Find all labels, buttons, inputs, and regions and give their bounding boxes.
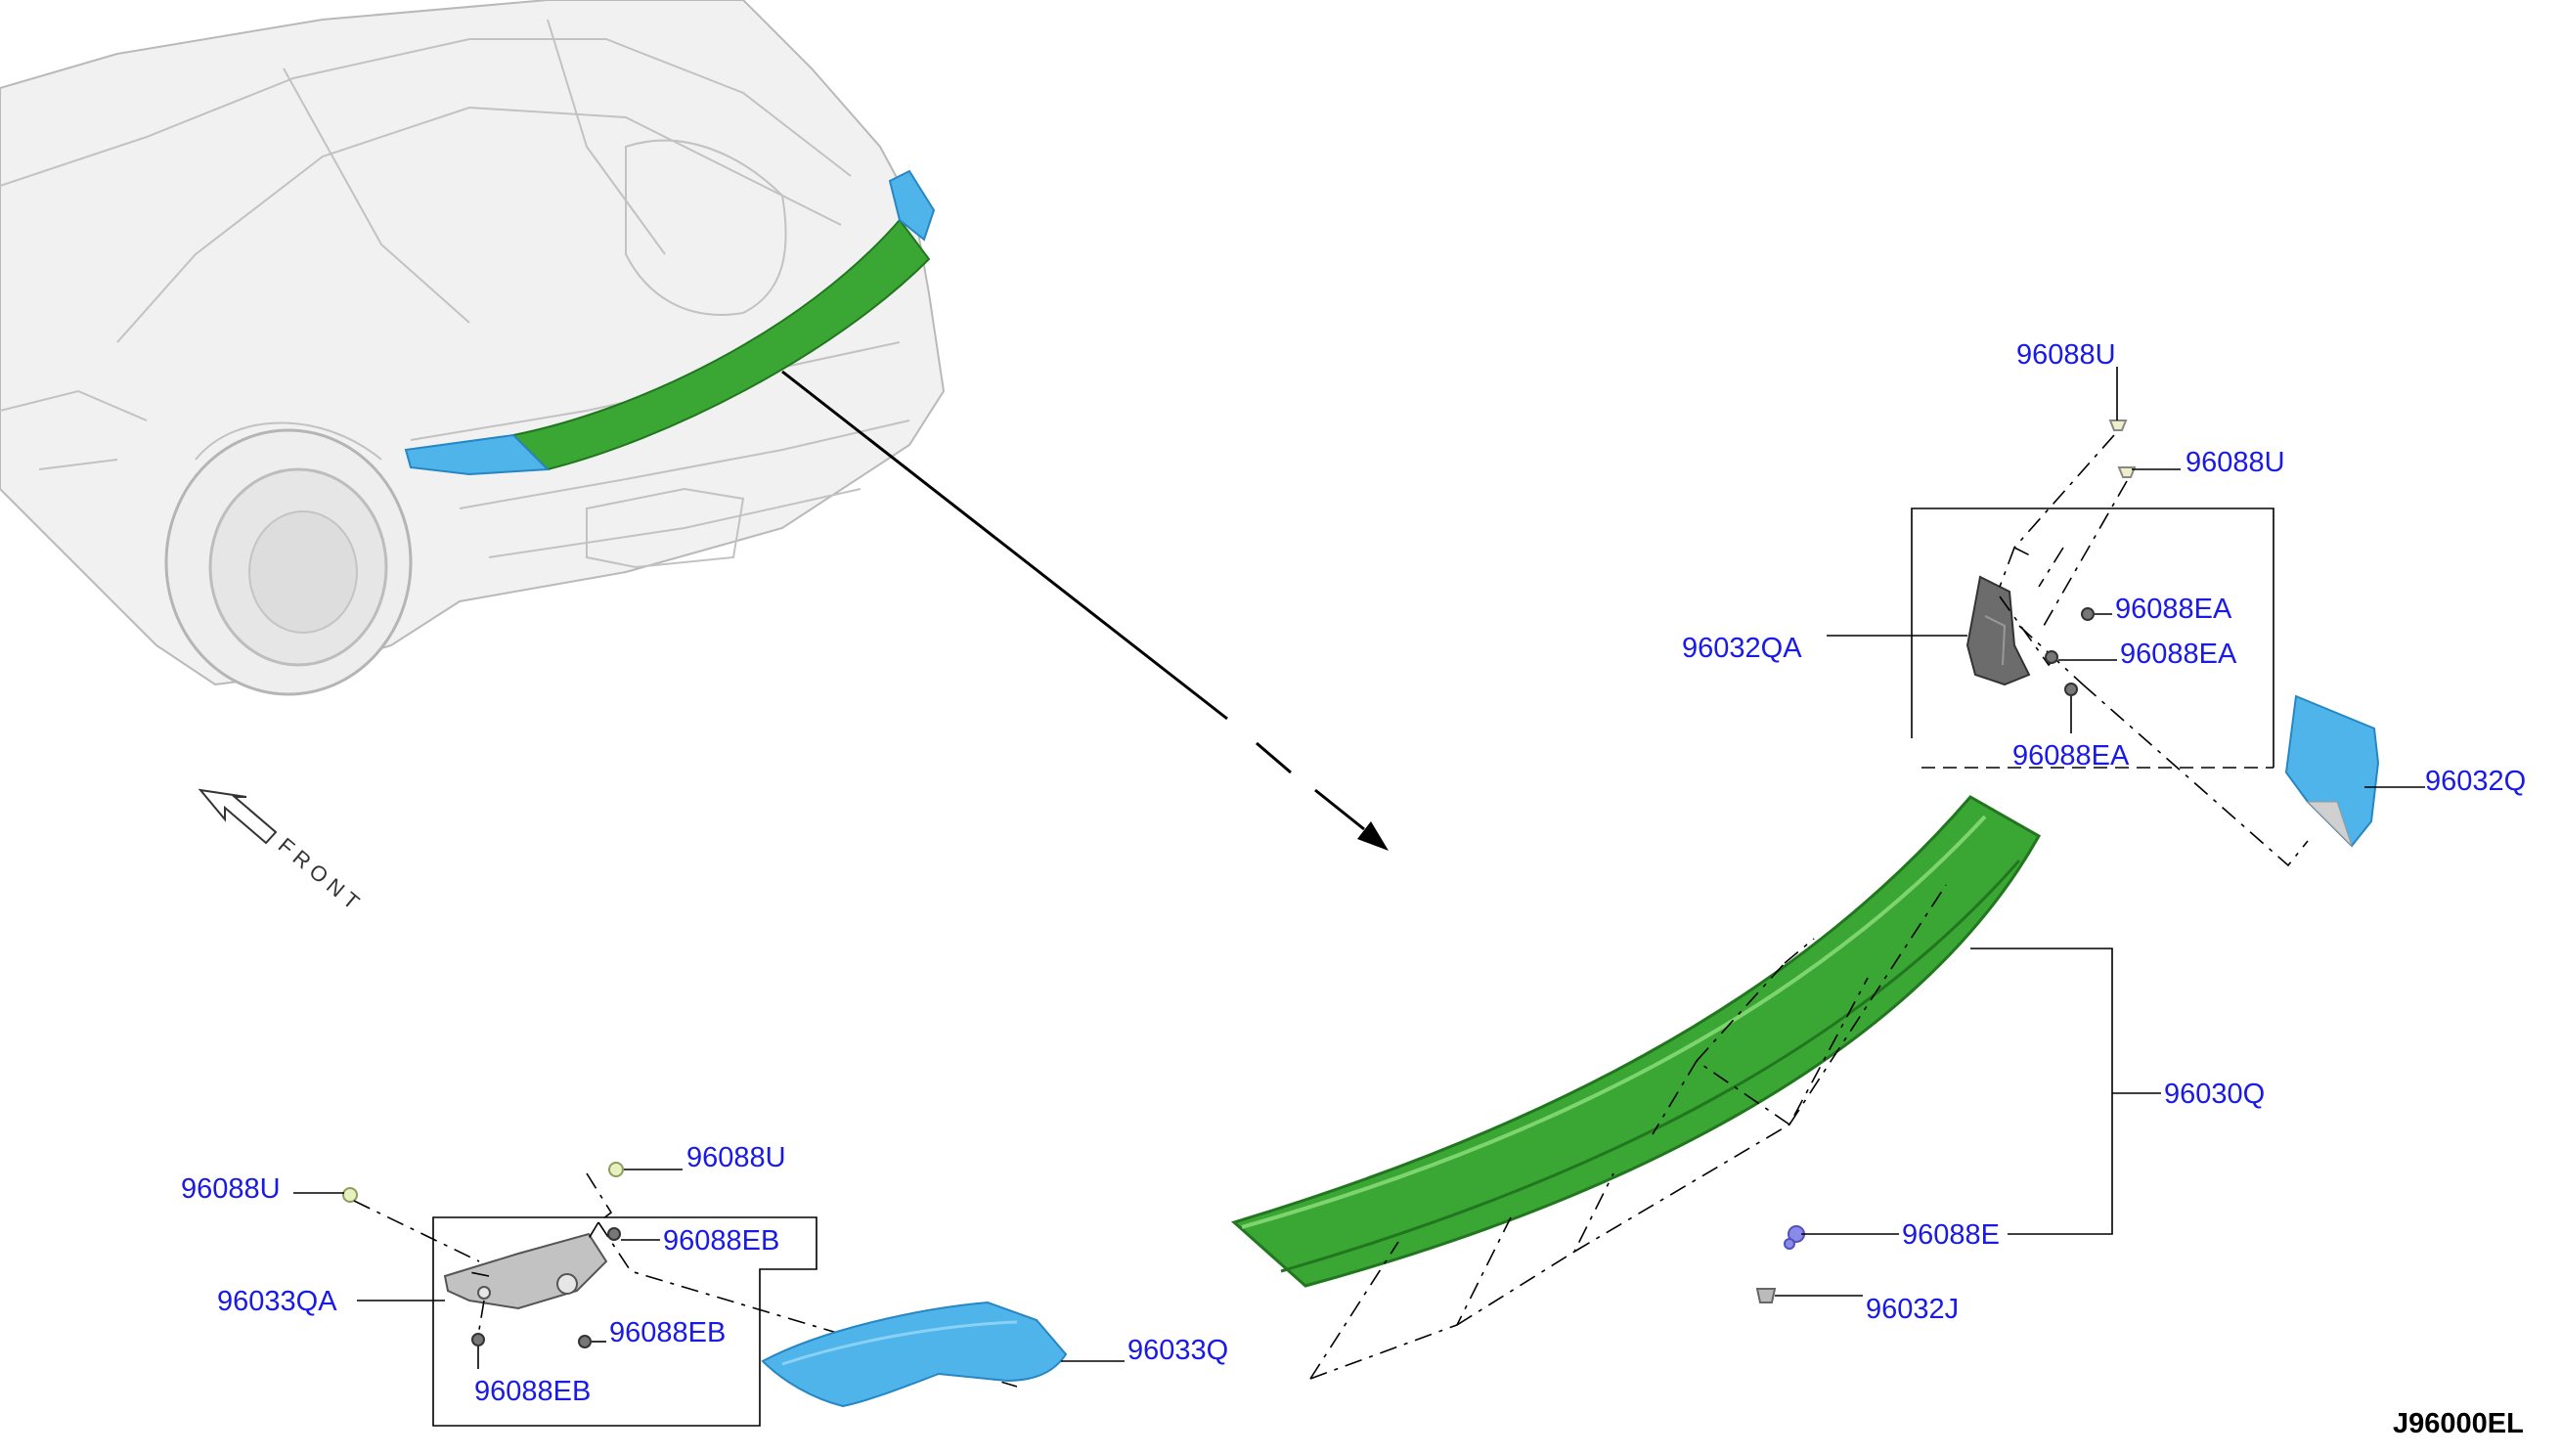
nut-96088EB-icon	[607, 1227, 621, 1241]
label-96088U-upper-a: 96088U	[2016, 339, 2116, 371]
label-96033QA: 96033QA	[217, 1286, 337, 1317]
label-96032QA: 96032QA	[1682, 633, 1802, 664]
label-96032Q: 96032Q	[2425, 766, 2526, 797]
clip-96088U-icon	[608, 1162, 624, 1177]
label-96088E: 96088E	[1902, 1219, 2000, 1251]
bracket-96032QA-icon	[1965, 575, 2031, 686]
end-cap-on-vehicle-right	[888, 169, 936, 242]
finisher-on-vehicle	[510, 218, 931, 471]
label-96088EA-b: 96088EA	[2120, 639, 2237, 670]
clip-96088U-icon	[2108, 419, 2128, 431]
front-label: FRONT	[274, 833, 369, 918]
nut-96088EB-icon	[578, 1335, 592, 1348]
nut-96088EA-icon	[2064, 683, 2078, 696]
clip-96088E-icon	[1784, 1225, 1805, 1250]
label-96032J: 96032J	[1866, 1294, 1959, 1325]
label-96088EB-b: 96088EB	[609, 1317, 726, 1348]
end-cap-96033Q	[761, 1301, 1068, 1408]
detail-box-upper	[1911, 507, 2274, 724]
label-96088U-upper-b: 96088U	[2186, 447, 2285, 478]
label-96088U-lower-b: 96088U	[686, 1142, 786, 1173]
arrow-icon	[781, 370, 1389, 851]
end-cap-96032Q	[2284, 694, 2380, 848]
label-96088EB-c: 96088EB	[474, 1376, 591, 1407]
end-cap-on-vehicle-left	[404, 433, 551, 476]
clip-96088U-icon	[342, 1187, 358, 1203]
clip-96032J-icon	[1755, 1288, 1777, 1303]
nut-96088EA-icon	[2081, 607, 2095, 621]
detail-box-lower	[432, 1216, 817, 1427]
nut-96088EB-icon	[471, 1333, 485, 1346]
bracket-96033QA-icon	[443, 1232, 608, 1310]
rear-finisher	[1231, 795, 2042, 1288]
label-96030Q: 96030Q	[2164, 1079, 2265, 1110]
label-96088EA-a: 96088EA	[2115, 594, 2232, 625]
label-96088EA-c: 96088EA	[2012, 740, 2130, 772]
label-96088U-lower-a: 96088U	[181, 1173, 281, 1205]
label-96088EB-a: 96088EB	[663, 1225, 779, 1257]
vehicle-ghost	[0, 0, 946, 696]
label-96033Q: 96033Q	[1127, 1335, 1228, 1366]
outline-arrow-icon	[198, 788, 278, 845]
nut-96088EA-icon	[2045, 650, 2058, 664]
clip-96088U-icon	[2117, 466, 2137, 478]
diagram-code: J96000EL	[2393, 1408, 2524, 1439]
